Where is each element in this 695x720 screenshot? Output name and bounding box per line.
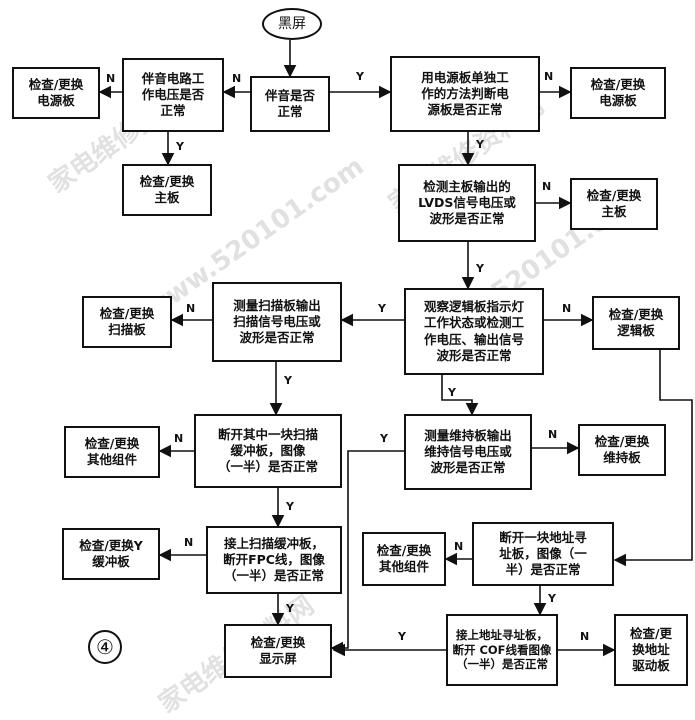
no-label: N (544, 70, 554, 83)
replace-main-board-node: 检查/更换 主板 (570, 178, 658, 230)
scan-check-node: 测量扫描板输出 扫描信号电压或 波形是否正常 (212, 282, 342, 362)
replace-other-components-node: 检查/更换 其他组件 (64, 426, 160, 478)
address-reconnect-node: 接上地址寻址板， 断开 COF线看图像 （一半）是否正常 (446, 614, 558, 686)
yes-label: Y (476, 138, 484, 151)
replace-main-board-node: 检查/更换 主板 (122, 164, 212, 216)
flowchart-connectors (98, 40, 693, 657)
replace-other-components-node: 检查/更换 其他组件 (362, 532, 446, 586)
yes-label: Y (378, 302, 386, 315)
replace-power-board-node: 检查/更换 电源板 (12, 67, 100, 119)
no-label: N (106, 72, 116, 85)
no-label: N (174, 432, 184, 445)
yes-label: Y (548, 592, 556, 605)
replace-sustain-board-node: 检查/更换 维持板 (578, 424, 666, 476)
no-label: N (580, 630, 590, 643)
replace-address-drive-node: 检查/更 换地址 驱动板 (614, 614, 688, 686)
no-label: N (548, 428, 558, 441)
address-disconnect-node: 断开一块地址寻 址板，图像（一 半）是否正常 (472, 522, 614, 586)
yes-label: Y (284, 374, 292, 387)
power-board-test-node: 用电源板单独工 作的方法判断电 源板是否正常 (390, 56, 540, 132)
replace-display-node: 检查/更换 显示屏 (224, 624, 332, 678)
audio-circuit-node: 伴音电路工 作电压是否 正常 (122, 58, 224, 132)
yes-label: Y (286, 500, 294, 513)
no-label: N (542, 180, 552, 193)
figure-number: ④ (88, 630, 122, 664)
scan-buffer-disconnect-node: 断开其中一块扫描 缓冲板，图像 （一半）是否正常 (194, 414, 342, 488)
replace-y-buffer-node: 检查/更换Y 缓冲板 (62, 528, 160, 580)
yes-label: Y (356, 70, 364, 83)
yes-label: Y (286, 602, 294, 615)
scan-buffer-reconnect-node: 接上扫描缓冲板， 断开FPC线，图像 （一半）是否正常 (206, 526, 342, 594)
replace-power-board-node: 检查/更换 电源板 (570, 67, 666, 119)
logic-check-node: 观察逻辑板指示灯 工作状态或检测工 作电压、输出信号 波形是否正常 (404, 288, 544, 375)
audio-check-node: 伴音是否 正常 (250, 76, 330, 132)
yes-label: Y (176, 140, 184, 153)
no-label: N (454, 540, 464, 553)
sustain-check-node: 测量维持板输出 维持信号电压或 波形是否正常 (404, 414, 532, 490)
replace-logic-board-node: 检查/更换 逻辑板 (592, 296, 680, 350)
yes-label: Y (398, 630, 406, 643)
no-label: N (232, 72, 242, 85)
no-label: N (186, 302, 196, 315)
replace-scan-board-node: 检查/更换 扫描板 (82, 296, 172, 348)
lvds-check-node: 检测主板输出的 LVDS信号电压或 波形是否正常 (398, 164, 536, 242)
yes-label: Y (380, 432, 388, 445)
no-label: N (184, 536, 194, 549)
no-label: N (562, 302, 572, 315)
start-node: 黑屏 (262, 8, 322, 40)
yes-label: Y (448, 386, 456, 399)
yes-label: Y (476, 262, 484, 275)
